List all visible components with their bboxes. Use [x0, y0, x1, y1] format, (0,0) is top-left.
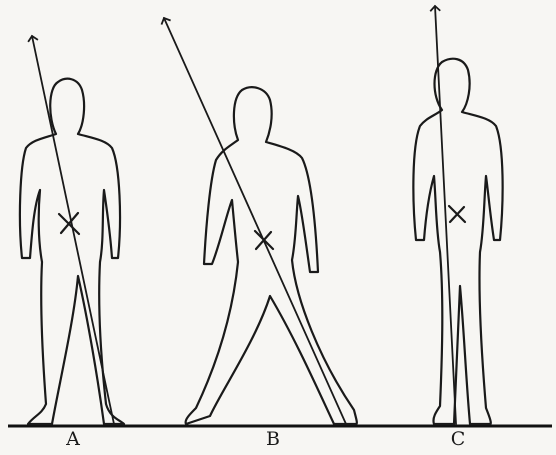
force-vector-c — [435, 6, 456, 424]
figure-label-a: A — [58, 428, 88, 450]
center-of-gravity-c — [449, 206, 465, 222]
figure-a — [20, 36, 124, 424]
figure-c — [413, 6, 502, 424]
center-of-gravity-b — [255, 231, 273, 249]
figure-c-body — [413, 59, 502, 424]
figure-label-c: C — [443, 428, 473, 450]
figure-b — [164, 18, 357, 424]
figure-label-b: B — [258, 428, 288, 450]
center-of-gravity-a — [59, 213, 79, 234]
figure-a-body — [20, 79, 124, 424]
force-vector-b — [164, 18, 346, 424]
